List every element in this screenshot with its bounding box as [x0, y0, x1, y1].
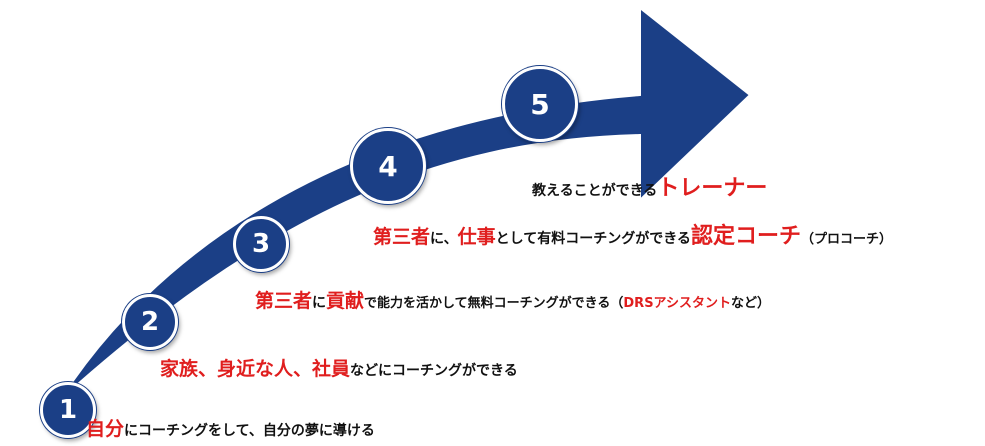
step-2-text: 家族、身近な人、社員などにコーチングができる [160, 354, 518, 381]
step-5-part-1: 教えることができる [532, 183, 658, 199]
step-1-text: 自分にコーチングをして、自分の夢に導ける [86, 414, 375, 441]
step-5-text: 教えることができるトレーナー [532, 170, 767, 202]
step-3-part-3: 貢献 [326, 290, 365, 312]
step-3-part-5: DRSアシスタント [623, 296, 732, 311]
step-5-part-2: トレーナー [657, 176, 768, 201]
step-4-text: 第三者に、仕事として有料コーチングができる認定コーチ（プロコーチ） [373, 218, 892, 250]
step-3-text: 第三者に貢献で能力を活かして無料コーチングができる（DRSアシスタントなど） [255, 286, 770, 313]
step-2-part-1: 家族、身近な人、社員 [160, 358, 351, 380]
step-5-badge: 5 [502, 66, 578, 142]
step-2-badge: 2 [122, 294, 178, 350]
step-4-part-6: （プロコーチ） [800, 232, 892, 247]
step-4-part-4: として有料コーチングができる [495, 231, 691, 247]
step-3-part-1: 第三者 [255, 290, 313, 312]
step-3-badge: 3 [233, 216, 289, 272]
step-3-part-4: で能力を活かして無料コーチングができる（ [364, 296, 624, 311]
step-4-part-1: 第三者 [373, 226, 431, 248]
step-1-part-2: にコーチングをして、自分の夢に導ける [124, 423, 375, 439]
step-4-part-3: 仕事 [457, 226, 496, 248]
step-1-badge: 1 [40, 382, 96, 438]
step-3-part-6: など） [731, 296, 771, 311]
step-2-part-2: などにコーチングができる [350, 363, 518, 379]
step-3-part-2: に [312, 295, 327, 311]
step-1-part-1: 自分 [86, 418, 125, 440]
step-4-part-2: に、 [430, 231, 458, 247]
step-4-badge: 4 [350, 128, 426, 204]
step-4-part-5: 認定コーチ [690, 224, 801, 249]
